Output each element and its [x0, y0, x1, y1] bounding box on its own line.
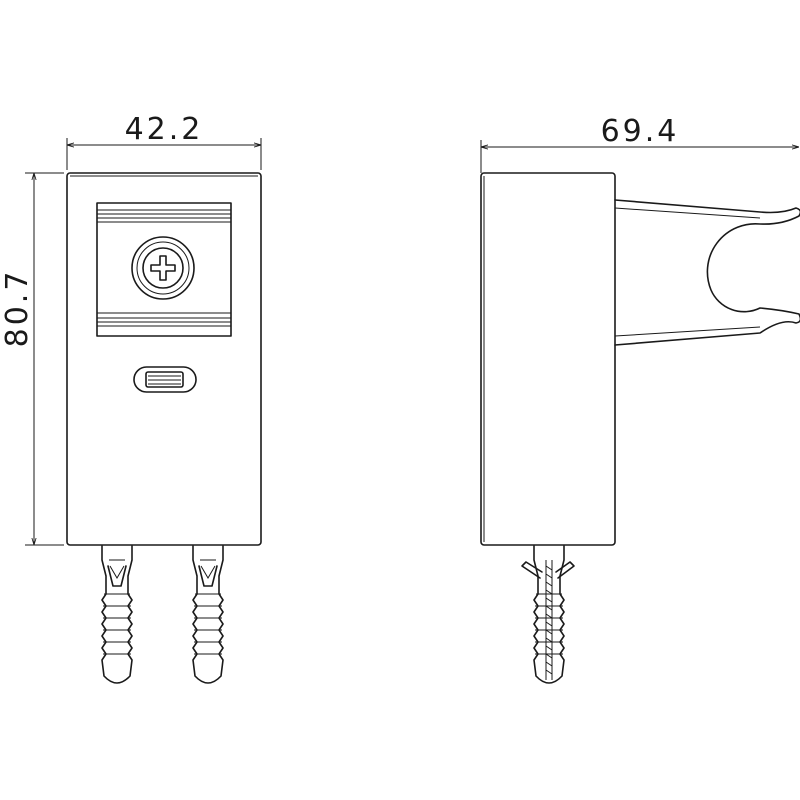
width-dimension: 42.2: [66, 112, 262, 170]
side-body: [480, 172, 616, 546]
height-dimension: 80.7: [0, 172, 64, 546]
release-slot: [133, 366, 197, 393]
height-label: 80.7: [0, 269, 35, 348]
width-label: 42.2: [125, 112, 204, 147]
shower-head-holder-icon: [614, 199, 800, 346]
cross-head-screw-icon: [131, 236, 195, 300]
depth-label: 69.4: [601, 114, 680, 149]
wall-anchor-icon: [192, 545, 224, 684]
mounting-plate: [96, 202, 232, 337]
wall-anchor-icon: [101, 545, 133, 684]
depth-dimension: 69.4: [480, 114, 799, 173]
wall-anchor-icon: [521, 545, 575, 684]
front-view: 42.2 80.7: [0, 112, 262, 684]
side-view: 69.4: [480, 114, 800, 684]
front-body: [66, 172, 262, 546]
